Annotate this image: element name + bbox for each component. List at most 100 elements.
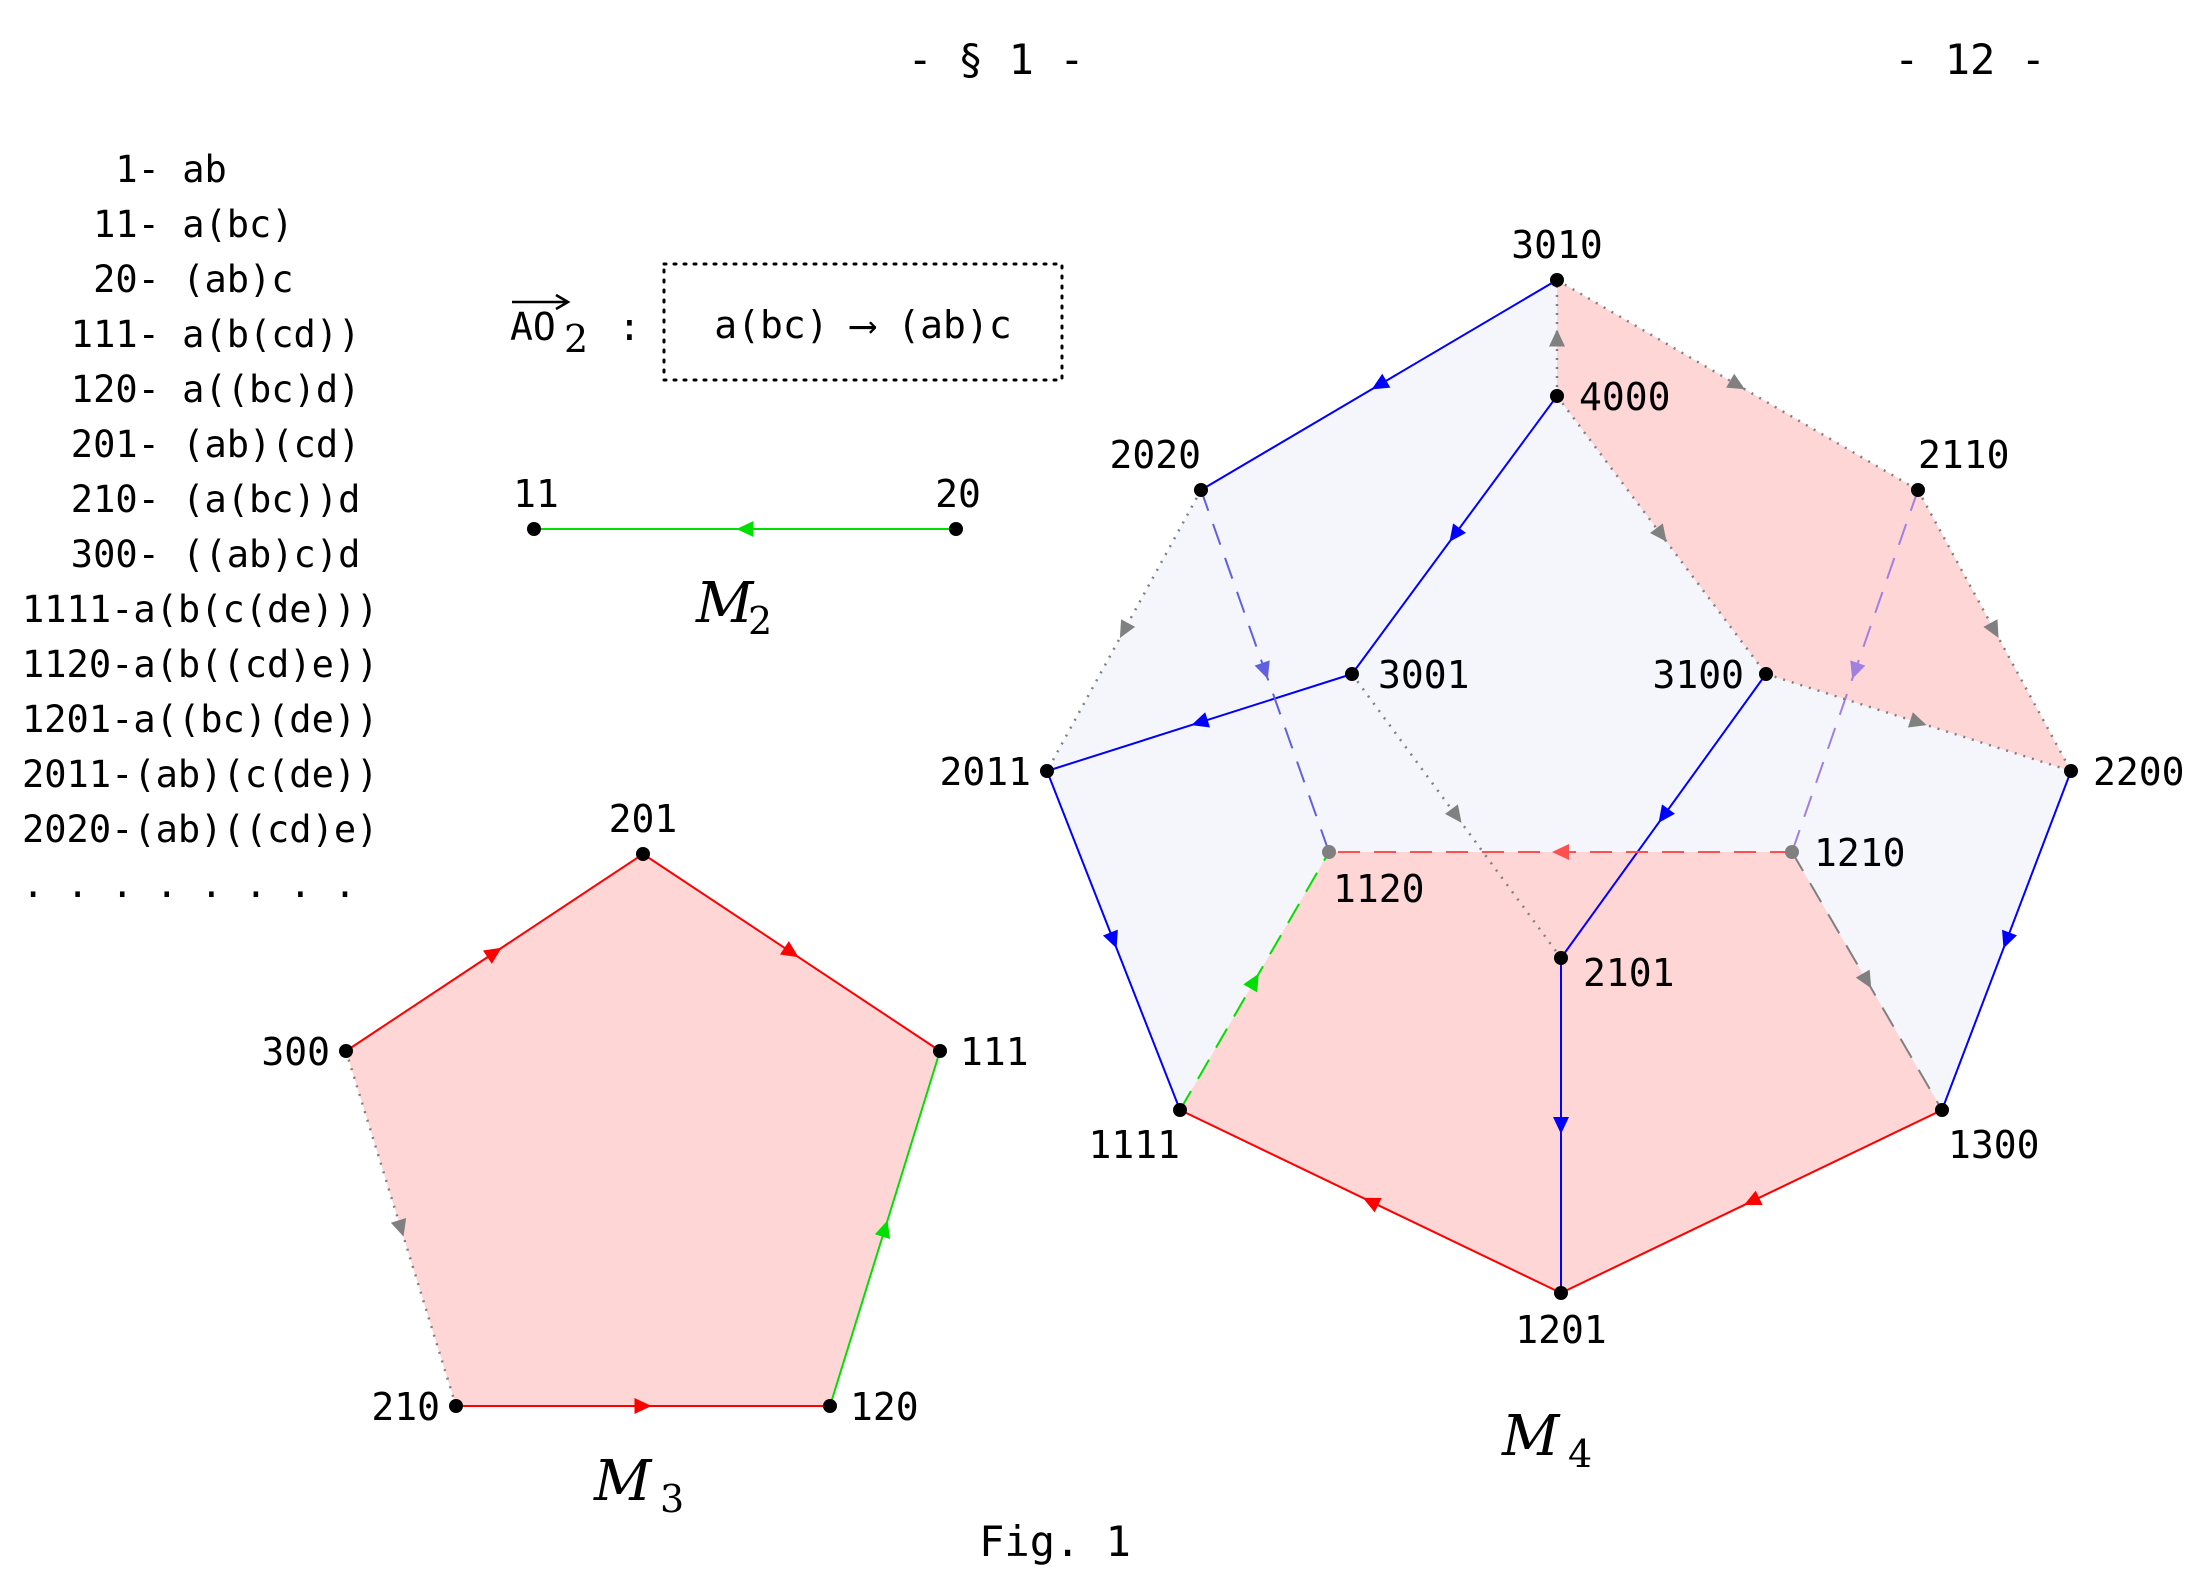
m4-node-4000 (1550, 389, 1564, 403)
m4-node-label-2200: 2200 (2093, 750, 2185, 794)
notation-item: 1111-a(b(c(de))) (22, 588, 378, 631)
notation-item: 1- ab (115, 148, 226, 191)
notation-item: 1120-a(b((cd)e)) (22, 643, 378, 686)
m3-node-111 (933, 1044, 947, 1058)
m4-node-1120 (1322, 845, 1336, 859)
m4-arrowhead-2101-1201 (1553, 1117, 1569, 1134)
notation-item: 11- a(bc) (93, 203, 293, 246)
m3-arrowhead-300-201 (482, 947, 502, 964)
m4-node-1300 (1935, 1103, 1949, 1117)
m4-node-label-2020: 2020 (1109, 433, 1201, 477)
m3-title-index: 3 (660, 1477, 684, 1521)
m4-arrowhead-1210-1120 (1552, 844, 1569, 860)
m4-edge-4000-3100 (1556, 395, 1767, 675)
m2-title-index: 2 (748, 599, 772, 643)
m3-node-label-111: 111 (960, 1030, 1029, 1074)
m4-arrowhead-2200-1300 (2002, 929, 2017, 949)
m3-node-120 (823, 1399, 837, 1413)
m4-node-label-3010: 3010 (1511, 223, 1603, 267)
m4-arrowhead-2020-1120 (1254, 660, 1270, 680)
m4-node-2200 (2064, 764, 2078, 778)
m4-arrowhead-3010-2110 (1726, 373, 1745, 390)
m2-node-20 (949, 522, 963, 536)
notation-item: 2020-(ab)((cd)e) (22, 808, 378, 851)
m3-node-label-300: 300 (261, 1030, 330, 1074)
m4-node-2110 (1911, 483, 1925, 497)
notation-item: 1201-a((bc)(de)) (22, 698, 378, 741)
diagram-edges (344, 278, 2073, 1414)
m3-node-300 (339, 1044, 353, 1058)
m4-title: M 4 (1501, 1404, 1592, 1476)
m4-faces (1047, 280, 2071, 1293)
m3-node-label-210: 210 (371, 1385, 440, 1429)
rule-name: AO (510, 305, 556, 349)
notation-item: 20- (ab)c (93, 258, 293, 301)
m4-node-label-2011: 2011 (939, 750, 1031, 794)
m4-arrowhead-3010-2020 (1371, 373, 1391, 390)
m3-faces (346, 854, 940, 1406)
rule-colon: : (618, 305, 641, 349)
m4-arrowhead-1111-1120 (1243, 973, 1259, 993)
m4-node-label-1210: 1210 (1814, 831, 1906, 875)
m4-arrowhead-4000-3100 (1649, 523, 1667, 542)
notation-item: 210- (a(bc))d (71, 478, 361, 521)
m4-node-label-1111: 1111 (1088, 1123, 1180, 1167)
m4-node-label-1201: 1201 (1515, 1308, 1607, 1352)
rule-definition: AO 2 : a(bc) ⟶ (ab)c (510, 262, 1064, 382)
m3-node-201 (636, 847, 650, 861)
notation-item: 111- a(b(cd)) (71, 313, 361, 356)
m4-arrowhead-2011-1111 (1102, 929, 1118, 949)
m4-node-1111 (1173, 1103, 1187, 1117)
m4-node-2020 (1194, 483, 1208, 497)
notation-item: . . . . . . . . (22, 863, 356, 906)
m4-arrowhead-2110-1210 (1850, 660, 1866, 680)
m4-node-3100 (1759, 667, 1773, 681)
m3-node-label-120: 120 (850, 1385, 919, 1429)
m4-arrowhead-3001-2101 (1445, 804, 1462, 823)
m2-node-label-11: 11 (513, 472, 559, 516)
m4-node-2011 (1040, 764, 1054, 778)
m4-node-3001 (1345, 667, 1359, 681)
figure-caption: Fig. 1 (979, 1517, 1131, 1566)
m4-node-label-3001: 3001 (1378, 653, 1470, 697)
m3-arrowhead-120-111 (874, 1220, 891, 1239)
m4-node-1201 (1554, 1286, 1568, 1300)
m3-arrowhead-210-120 (634, 1398, 652, 1414)
rule-expression: a(bc) ⟶ (ab)c (714, 303, 1011, 347)
m4-arrowhead-1210-1300 (1855, 969, 1872, 989)
m4-arrowhead-1300-1201 (1743, 1190, 1763, 1206)
m4-face-pentagon-top (1557, 280, 2071, 771)
section-header: - § 1 - (907, 35, 1084, 84)
rule-overarrow-head (555, 293, 571, 311)
rule-dotted-box (662, 262, 1064, 382)
m2-node-label-20: 20 (935, 472, 981, 516)
m4-title-index: 4 (1568, 1432, 1592, 1476)
m4-arrowhead-2110-2200 (1983, 619, 1999, 638)
m3-face (346, 854, 940, 1406)
m4-node-label-4000: 4000 (1579, 375, 1671, 419)
m3-title-letter: M (593, 1449, 653, 1514)
rule-index: 2 (564, 317, 588, 361)
m4-title-letter: M (1501, 1404, 1561, 1469)
m2-title-letter: M (695, 571, 755, 636)
m3-arrowhead-300-210 (390, 1218, 407, 1237)
m4-node-2101 (1554, 951, 1568, 965)
notation-item: 2011-(ab)(c(de)) (22, 753, 378, 796)
notation-item: 300- ((ab)c)d (71, 533, 361, 576)
m3-arrowhead-201-111 (779, 941, 799, 958)
m4-arrowhead-3100-2200 (1907, 712, 1927, 728)
m4-arrowhead-2020-2011 (1119, 619, 1136, 638)
m4-node-label-2101: 2101 (1583, 951, 1675, 995)
m3-title: M 3 (593, 1449, 684, 1521)
m4-node-1210 (1785, 845, 1799, 859)
m4-arrowhead-1201-1111 (1362, 1197, 1382, 1213)
m2-title: M 2 (695, 571, 772, 643)
m4-arrowhead-3001-2011 (1191, 712, 1211, 728)
diagram-nodes (339, 273, 2078, 1413)
m3-node-label-201: 201 (609, 797, 678, 841)
m3-node-210 (449, 1399, 463, 1413)
page-number: - 12 - (1894, 35, 2046, 84)
